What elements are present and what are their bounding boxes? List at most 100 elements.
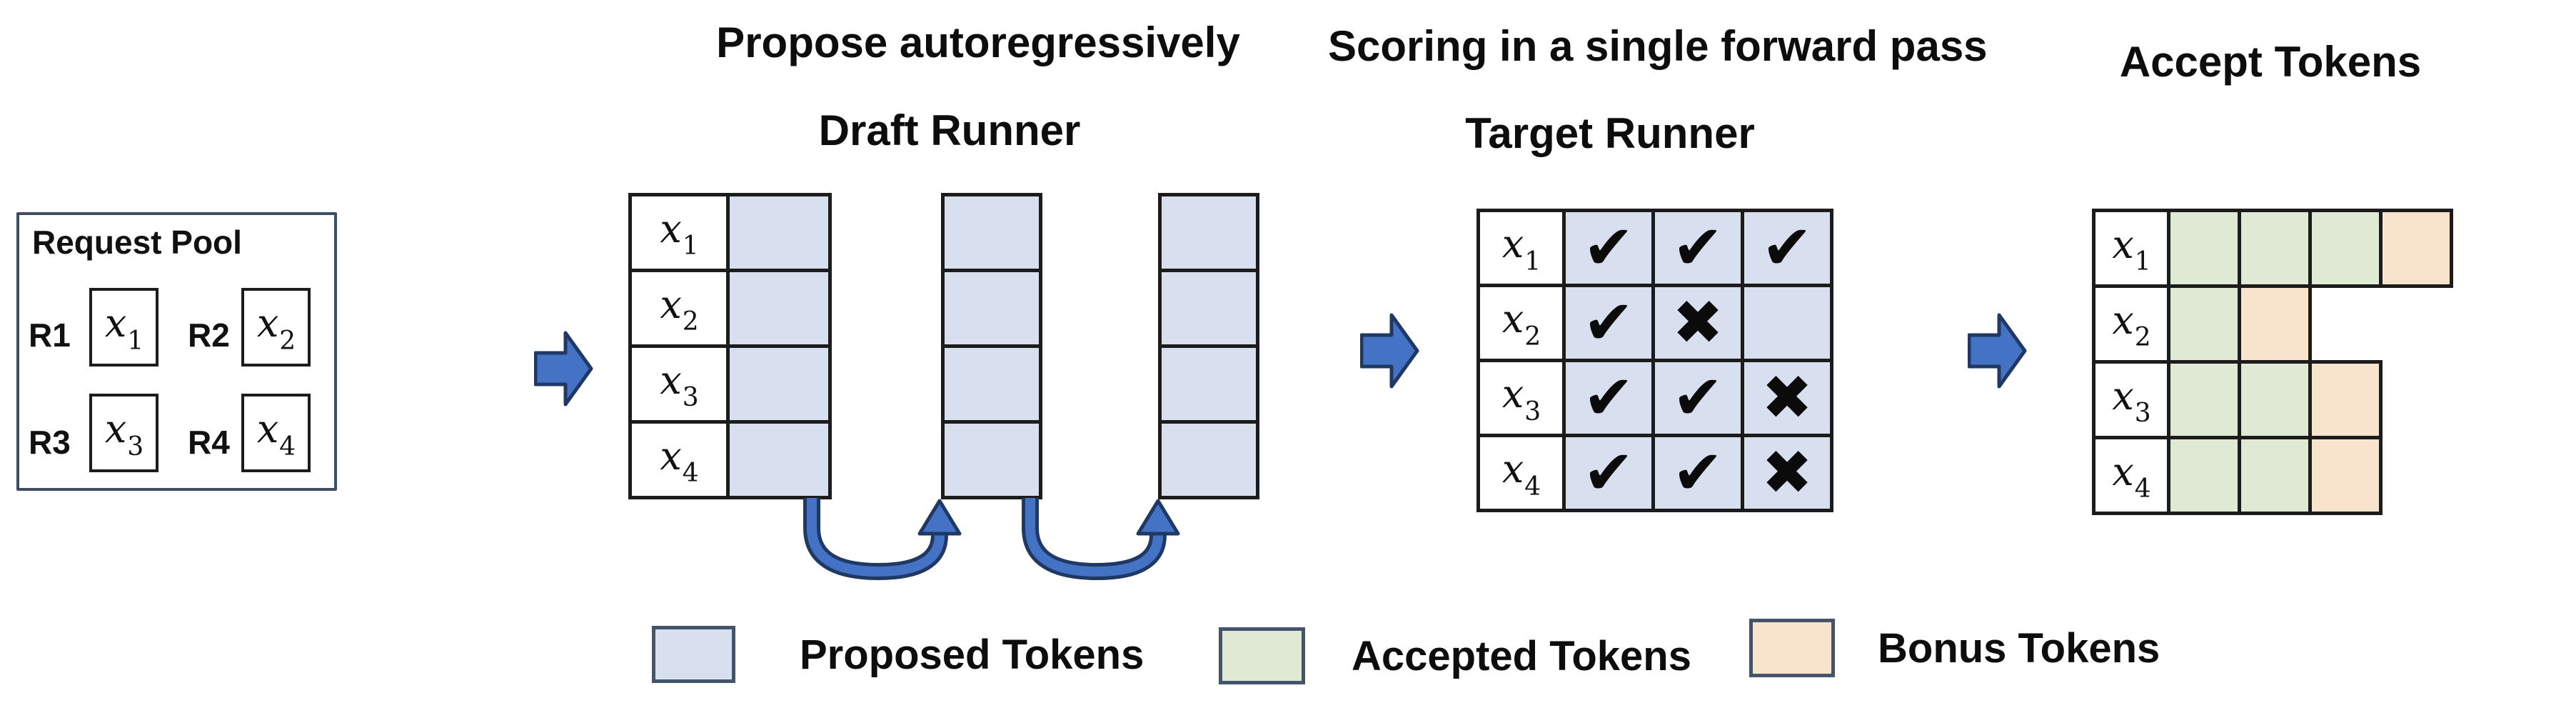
target-runner-title: Target Runner — [1465, 109, 1755, 157]
bonus-token-swatch — [1749, 619, 1835, 677]
accepted-token-cell — [2238, 209, 2312, 288]
token-label: x4 — [256, 407, 296, 462]
token-label: x3 — [104, 407, 144, 462]
draft-proposal-column-3 — [1158, 193, 1259, 499]
accept-tokens-title: Accept Tokens — [2119, 38, 2422, 86]
score-check-cell: ✔ — [1651, 434, 1744, 512]
draft-row-label-cell: x3 — [628, 344, 730, 424]
token-label: x1 — [1501, 221, 1541, 276]
token-label: x1 — [660, 206, 699, 261]
score-check-cell: ✔ — [1562, 284, 1655, 362]
table-row: x4 — [628, 420, 832, 499]
table-row — [941, 420, 1042, 499]
score-empty-cell — [1741, 284, 1833, 362]
token-label: x4 — [1501, 447, 1541, 502]
proposed-token-cell — [726, 193, 832, 272]
check-icon: ✔ — [1582, 212, 1635, 284]
token-label: x2 — [1501, 296, 1541, 352]
request-id-label: R1 — [29, 316, 71, 354]
check-icon: ✔ — [1671, 212, 1724, 284]
accepted-token-cell — [2167, 360, 2241, 439]
cross-icon: ✖ — [1761, 437, 1813, 509]
bonus-token-cell — [2238, 284, 2312, 364]
proposed-token-cell — [941, 420, 1042, 499]
token-label: x2 — [2112, 297, 2151, 353]
proposed-token-cell — [941, 193, 1042, 272]
table-row: x1 — [2092, 209, 2453, 288]
token-label: x2 — [660, 281, 699, 337]
table-row: x3 — [628, 344, 832, 424]
draft-proposal-column-2 — [941, 193, 1042, 499]
table-row: x3✔✔✖ — [1476, 359, 1833, 437]
draft-row-label-cell: x1 — [628, 193, 730, 272]
accepted-token-cell — [2308, 209, 2383, 288]
table-row: x4 ✔✔ ✖ — [1476, 434, 1833, 512]
score-check-cell: ✔ — [1562, 209, 1655, 287]
table-row — [1158, 344, 1259, 424]
table-row: x4 — [2092, 436, 2453, 515]
request-token-box: x1 — [89, 288, 159, 367]
accepted-token-cell — [2167, 284, 2241, 364]
draft-row-label-cell: x4 — [628, 420, 730, 499]
cross-icon: ✖ — [1761, 362, 1813, 434]
accept-row-label-cell: x2 — [2092, 284, 2170, 364]
request-pool-title: Request Pool — [32, 224, 242, 261]
token-label: x2 — [256, 301, 296, 356]
token-label: x3 — [660, 357, 699, 413]
accepted-token-cell — [2167, 209, 2241, 288]
score-check-cell: ✔ — [1741, 209, 1833, 287]
proposed-token-cell — [726, 344, 832, 424]
bonus-token-cell — [2379, 209, 2453, 288]
accepted-token-cell — [2167, 436, 2241, 515]
legend-item-accepted: Accepted Tokens — [1219, 627, 1691, 684]
legend-label-accepted: Accepted Tokens — [1352, 632, 1691, 679]
token-label: x4 — [2112, 449, 2151, 504]
table-row: x1✔✔✔ — [1476, 209, 1833, 287]
table-row: x1 — [628, 193, 832, 272]
table-row — [941, 193, 1042, 272]
proposed-token-swatch — [652, 626, 735, 683]
request-id-label: R2 — [188, 316, 230, 354]
request-token-box: x4 — [241, 394, 311, 472]
table-row — [941, 344, 1042, 424]
proposed-token-cell — [1158, 420, 1259, 499]
proposed-token-cell — [1158, 193, 1259, 272]
table-row: x2 ✔✖ — [1476, 284, 1833, 362]
target-step-title: Scoring in a single forward pass — [1328, 22, 1988, 70]
target-runner-table: x1✔✔✔x2✔✖x3✔✔✖x4✔✔✖ — [1476, 209, 1833, 512]
table-row — [941, 269, 1042, 348]
check-icon: ✔ — [1671, 437, 1724, 509]
table-row — [1158, 269, 1259, 348]
proposed-token-cell — [1158, 269, 1259, 348]
arrow-draft-to-target-icon — [1360, 313, 1419, 389]
token-label: x3 — [1501, 372, 1541, 427]
table-row: x2 — [2092, 284, 2453, 364]
draft-runner-table: x1 x2 x3 x4 — [628, 193, 832, 499]
proposed-token-cell — [1158, 344, 1259, 424]
accept-row-label-cell: x3 — [2092, 360, 2170, 439]
arrow-pool-to-draft-icon — [534, 331, 593, 407]
check-icon: ✔ — [1582, 287, 1635, 359]
accept-tokens-table: x1 x2 x3 x4 — [2092, 209, 2453, 515]
score-check-cell: ✔ — [1651, 359, 1744, 437]
score-cross-cell: ✖ — [1651, 284, 1744, 362]
proposed-token-cell — [941, 344, 1042, 424]
score-cross-cell: ✖ — [1741, 434, 1833, 512]
autoregressive-loop-arrow-1-icon — [803, 498, 962, 581]
bonus-token-cell — [2308, 436, 2383, 515]
token-label: x3 — [2112, 373, 2151, 429]
proposed-token-cell — [726, 420, 832, 499]
token-label: x1 — [2112, 221, 2151, 277]
target-row-label-cell: x1 — [1476, 209, 1566, 287]
target-row-label-cell: x3 — [1476, 359, 1566, 437]
legend-item-bonus: Bonus Tokens — [1749, 619, 2160, 677]
target-row-label-cell: x4 — [1476, 434, 1566, 512]
accept-row-label-cell: x1 — [2092, 209, 2170, 288]
draft-step-title: Propose autoregressively — [716, 19, 1240, 66]
score-check-cell: ✔ — [1562, 434, 1655, 512]
request-token-box: x2 — [241, 288, 311, 367]
accepted-token-swatch — [1219, 627, 1305, 684]
token-label: x4 — [660, 433, 699, 489]
proposed-token-cell — [941, 269, 1042, 348]
check-icon: ✔ — [1671, 362, 1724, 434]
